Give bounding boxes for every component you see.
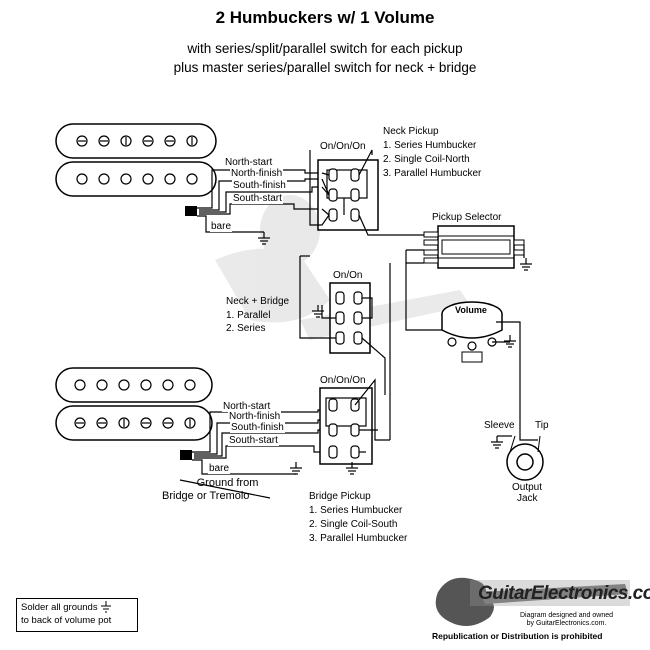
bridge-switch [319,387,373,465]
jack-tip-label: Tip [535,420,549,431]
solder-note-line-2: to back of volume pot [21,615,112,626]
neck-pole-pieces [76,135,198,185]
brand-footer: Republication or Distribution is prohibi… [432,631,603,641]
selector-ground-icon [519,257,533,271]
brand-credit-line-2: by GuitarElectronics.com. [526,620,607,627]
jack-label-line-2: Jack [517,493,538,504]
bridge-switch-label: On/On/On [320,375,366,386]
bridge-wire-south-start-label: South-start [228,435,279,446]
solder-note-line-1: Solder all grounds [21,602,98,613]
bridge-wire-south-finish-label: South-finish [230,422,285,433]
bridge-option-3: 3. Parallel Humbucker [309,533,408,544]
neck-pickup-title: Neck Pickup [383,126,439,137]
bridge-option-1: 1. Series Humbucker [309,505,403,516]
pickup-selector-label: Pickup Selector [432,212,502,223]
bridge-pickup-title: Bridge Pickup [309,491,371,502]
pickup-selector [423,225,525,269]
guitar-logo-icon [435,577,630,626]
volume-label: Volume [455,305,487,315]
neck-option-1: 1. Series Humbucker [383,140,477,151]
bridge-option-2: 2. Single Coil-South [309,519,398,530]
neck-pickup [55,123,217,216]
volume-ground-icon [503,334,517,348]
master-switch-title: Neck + Bridge [226,296,290,307]
brand-logo-text: GuitarElectronics.com [478,583,650,604]
solder-note-box: Solder all grounds to back of volume pot [16,598,138,632]
bridge-bare-ground-icon [289,461,303,475]
bridge-wire-bare-label: bare [208,463,231,474]
neck-wire-bare-label: bare [210,221,233,232]
subtitle-line-1: with series/split/parallel switch for ea… [187,41,463,56]
volume-pot [441,301,503,363]
neck-option-2: 2. Single Coil-North [383,154,470,165]
neck-option-3: 3. Parallel Humbucker [383,168,482,179]
master-switch-label: On/On [333,270,363,281]
ground-note-line-2: Bridge or Tremolo [162,490,250,502]
neck-wire-south-finish-label: South-finish [232,180,287,191]
ground-symbol-icon [101,601,112,613]
neck-wire-north-finish-label: North-finish [230,168,284,179]
output-jack [506,435,544,481]
brand-credit-line-1: Diagram designed and owned [520,612,614,619]
jack-ground-icon [490,435,504,449]
bridge-pickup [55,367,213,460]
bridge-wire-north-start-label: North-start [222,401,272,412]
bridge-pole-pieces [74,379,196,429]
jack-sleeve-label: Sleeve [484,420,515,431]
neck-wire-north-start-label: North-start [224,157,274,168]
diagram-title: 2 Humbuckers w/ 1 Volume [215,8,435,27]
ground-note-line-1: Ground from [196,477,259,489]
subtitle-line-2: plus master series/parallel switch for n… [173,60,477,75]
brand-credit: Diagram designed and owned by GuitarElec… [520,612,613,628]
bridge-wire-north-finish-label: North-finish [228,411,282,422]
neck-switch-label: On/On/On [320,141,366,152]
neck-wire-south-start-label: South-start [232,193,283,204]
jack-label-line-1: Output [512,482,543,493]
master-option-1: 1. Parallel [226,310,271,321]
neck-switch [317,159,379,231]
master-option-2: 2. Series [226,323,266,334]
